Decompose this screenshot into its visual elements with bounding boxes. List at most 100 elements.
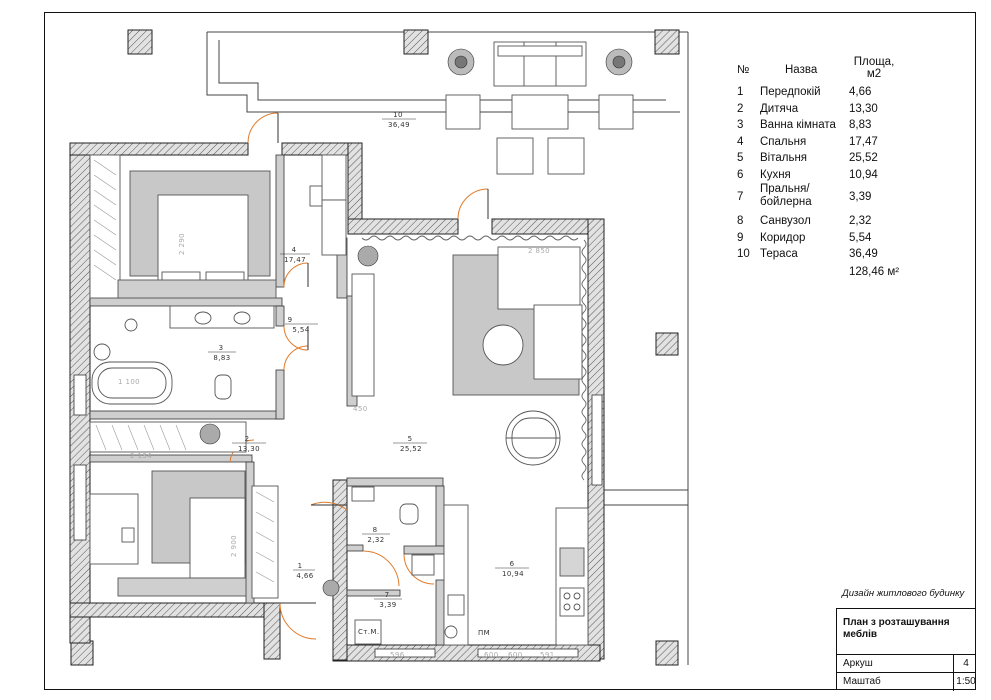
room-10-no: 10 <box>393 111 403 119</box>
room-6-area: 10,94 <box>502 570 524 578</box>
row-no: 10 <box>737 248 750 260</box>
columns <box>70 29 680 666</box>
room-1-area: 4,66 <box>296 572 313 580</box>
header-area-line1: Площа, <box>853 56 895 68</box>
total-area: 128,46 м² <box>849 266 900 278</box>
childroom-furniture <box>89 421 279 599</box>
row-name: Кухня <box>760 168 791 181</box>
row-name: Коридор <box>760 231 806 244</box>
living-furniture <box>351 246 583 466</box>
plants-inside <box>199 245 379 597</box>
sheet-value: 4 <box>963 658 969 669</box>
scale-row: Маштаб 1:50 <box>837 672 976 691</box>
sheet-label: Аркуш <box>843 658 873 669</box>
appliance-label-st-m: Ст.М. <box>358 628 379 636</box>
title-block: План з розташування меблів Аркуш 4 Машта… <box>836 608 976 691</box>
row-area: 25,52 <box>849 152 878 164</box>
wc-fixtures <box>351 486 435 645</box>
room-9-area: 5,54 <box>292 326 309 334</box>
room-2-no: 2 <box>245 435 250 443</box>
dim-1100: 1 100 <box>118 378 140 386</box>
curtains <box>361 235 587 481</box>
room-4-area: 17,47 <box>284 256 306 264</box>
dimension-labels: 596 600 600 591 450 2 134 1 100 2 850 2 … <box>118 233 555 659</box>
childroom-wardrobe-hatch <box>95 424 275 583</box>
row-name: Санвузол <box>760 215 811 227</box>
room-6-no: 6 <box>510 560 515 568</box>
room-9-no: 9 <box>288 316 293 324</box>
kitchen-fixtures <box>443 504 589 646</box>
wardrobe-hatch <box>93 159 117 281</box>
room-10-area: 36,49 <box>388 121 410 129</box>
project-name: Дизайн житлового будинку <box>842 588 965 599</box>
room-7-no: 7 <box>385 591 390 599</box>
dim-600-a: 600 <box>484 651 499 659</box>
door-swings <box>229 112 489 640</box>
interior-walls <box>89 154 445 646</box>
row-name: Тераса <box>760 248 798 260</box>
row-no: 5 <box>737 152 744 164</box>
terrace-furniture <box>445 41 634 175</box>
row-no: 1 <box>737 86 744 98</box>
room-8-area: 2,32 <box>367 536 384 544</box>
appliance-label-pm: ПМ <box>478 629 490 637</box>
room-2-area: 13,30 <box>238 445 260 453</box>
dim-450: 450 <box>353 405 368 413</box>
row-name: Вітальня <box>760 152 808 164</box>
row-no: 8 <box>737 215 744 227</box>
row-name-line2: бойлерна <box>760 196 812 208</box>
row-no: 3 <box>737 119 744 131</box>
bathroom-fixtures <box>91 305 275 405</box>
room-4-no: 4 <box>292 246 297 254</box>
room-1-no: 1 <box>298 562 303 570</box>
row-name: Передпокій <box>760 86 821 98</box>
row-area: 2,32 <box>849 215 872 227</box>
windows <box>73 374 603 658</box>
row-name: Пральня/ бойлерна <box>760 183 860 209</box>
room-7-area: 3,39 <box>379 601 396 609</box>
room-5-area: 25,52 <box>400 445 422 453</box>
room-5-no: 5 <box>408 435 413 443</box>
row-area: 3,39 <box>849 191 872 203</box>
room-labels: 1 4,66 2 13,30 3 8,83 4 17,47 5 25,52 6 … <box>208 111 529 637</box>
header-no: № <box>737 64 750 76</box>
sheet-title: План з розташування меблів <box>843 617 950 640</box>
bedroom-furniture <box>89 154 347 299</box>
header-name: Назва <box>785 64 818 76</box>
row-area: 36,49 <box>849 248 878 260</box>
dim-2290: 2 290 <box>178 233 186 255</box>
row-name: Спальня <box>760 135 807 148</box>
scale-value: 1:50 <box>956 676 976 687</box>
terrace-outline <box>206 31 689 665</box>
dim-2134: 2 134 <box>130 452 152 460</box>
header-area: Площа, м2 <box>849 56 899 80</box>
row-area: 8,83 <box>849 119 872 131</box>
row-area: 17,47 <box>849 135 878 148</box>
row-name: Дитяча <box>760 102 799 115</box>
door-leaves <box>277 113 489 604</box>
dim-600-b: 600 <box>508 651 523 659</box>
row-no: 7 <box>737 191 744 203</box>
dim-591: 591 <box>540 651 555 659</box>
room-8-no: 8 <box>373 526 378 534</box>
row-name-line1: Пральня/ <box>760 183 810 195</box>
row-no: 6 <box>737 168 744 181</box>
terrace-plants <box>447 48 633 76</box>
stamp-divider <box>953 654 954 691</box>
dim-2900: 2 900 <box>230 535 238 557</box>
header-area-line2: м2 <box>866 68 882 80</box>
room-3-no: 3 <box>219 344 224 352</box>
dim-2850: 2 850 <box>528 247 550 255</box>
row-no: 2 <box>737 102 744 115</box>
sheet-row: Аркуш 4 <box>837 654 976 673</box>
row-area: 5,54 <box>849 231 872 244</box>
room-3-area: 8,83 <box>213 354 230 362</box>
row-area: 4,66 <box>849 86 872 98</box>
row-no: 9 <box>737 231 744 244</box>
drawing-frame <box>44 12 976 690</box>
row-area: 10,94 <box>849 168 878 181</box>
row-no: 4 <box>737 135 744 148</box>
dim-596: 596 <box>390 651 405 659</box>
row-area: 13,30 <box>849 102 878 115</box>
